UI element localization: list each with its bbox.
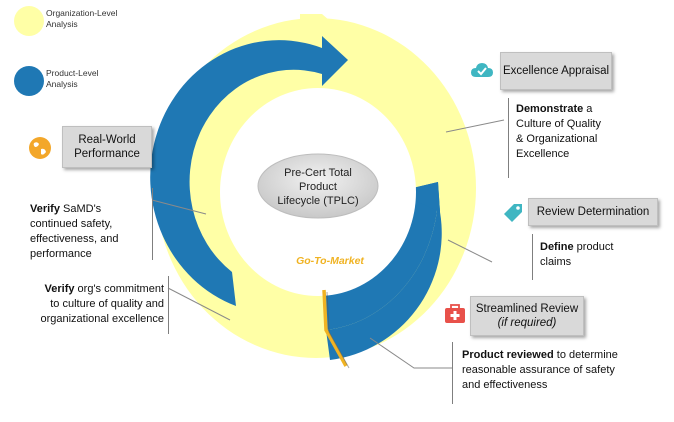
legend-organization-line1: Organization-Level <box>46 8 118 18</box>
streamlined-review-box: Streamlined Review (if required) <box>470 296 584 336</box>
center-label-line3: Lifecycle (TPLC) <box>277 195 358 207</box>
center-label-line2: Product <box>299 181 337 193</box>
demonstrate-line3: & Organizational <box>516 133 598 145</box>
center-ellipse <box>257 153 379 219</box>
define-note: Define product claims <box>540 240 613 270</box>
verify-samd-bold: Verify <box>30 203 60 215</box>
connector-verify-samd <box>151 199 207 215</box>
demonstrate-line4: Excellence <box>516 148 570 160</box>
real-world-label-line1: Real-World <box>78 134 136 146</box>
streamlined-review-label: Streamlined Review <box>475 303 579 315</box>
go-to-market-label: Go-To-Market <box>296 255 364 267</box>
legend-product-line2: Analysis <box>46 79 78 89</box>
real-world-label-line2: Performance <box>74 148 140 160</box>
connector-review <box>447 239 493 263</box>
excellence-appraisal-box: Excellence Appraisal <box>500 52 612 90</box>
define-rest: product <box>573 241 614 253</box>
cloud-check-icon <box>470 60 494 80</box>
verify-samd-rest: SaMD's <box>59 203 102 215</box>
note-divider-product-reviewed <box>452 342 453 404</box>
legend-organization-line2: Analysis <box>46 19 78 29</box>
define-bold: Define <box>540 241 574 253</box>
globe-icon <box>28 136 52 160</box>
medical-kit-icon <box>444 304 466 324</box>
product-reviewed-line2: reasonable assurance of safety <box>462 364 615 376</box>
review-determination-box: Review Determination <box>528 198 658 226</box>
legend-dot-organization <box>14 6 44 36</box>
note-divider-verify-samd <box>152 188 153 260</box>
verify-samd-note: Verify SaMD's continued safety, effectiv… <box>30 202 148 262</box>
go-to-market-line-shadow <box>326 291 350 369</box>
verify-samd-line4: performance <box>30 248 92 260</box>
product-reviewed-bold: Product reviewed <box>462 349 554 361</box>
demonstrate-line2: Culture of Quality <box>516 118 601 130</box>
verify-org-rest: org's commitment <box>74 283 164 295</box>
tag-icon <box>502 202 524 224</box>
review-determination-label: Review Determination <box>536 206 650 218</box>
legend-product-line1: Product-Level <box>46 68 99 78</box>
product-reviewed-note: Product reviewed to determine reasonable… <box>462 348 618 393</box>
verify-samd-line2: continued safety, <box>30 218 113 230</box>
product-level-arc-right-outer <box>326 182 442 360</box>
connector-verify-org <box>167 287 231 321</box>
verify-org-line3: organizational excellence <box>40 313 164 325</box>
center-label-line1: Pre-Cert Total <box>284 167 352 179</box>
product-reviewed-rest: to determine <box>553 349 618 361</box>
product-arc-arrowhead <box>322 36 348 86</box>
note-divider-verify-org <box>168 276 169 334</box>
legend-label-organization: Organization-Level Analysis <box>46 8 117 30</box>
real-world-performance-box: Real-World Performance <box>62 126 152 168</box>
legend-label-product: Product-Level Analysis <box>46 68 98 90</box>
connector-excellence <box>445 119 505 133</box>
verify-samd-line3: effectiveness, and <box>30 233 119 245</box>
verify-org-note: Verify org's commitment to culture of qu… <box>30 282 164 327</box>
demonstrate-bold: Demonstrate <box>516 103 584 115</box>
verify-org-bold: Verify <box>44 283 75 295</box>
go-to-market-line <box>322 289 348 367</box>
product-level-arc-left <box>150 40 322 307</box>
legend-dot-product <box>14 66 44 96</box>
note-divider-define <box>532 234 533 280</box>
verify-org-line2: to culture of quality and <box>50 298 164 310</box>
product-reviewed-line3: and effectiveness <box>462 379 548 391</box>
excellence-appraisal-label: Excellence Appraisal <box>502 65 610 77</box>
connector-streamlined <box>369 337 452 369</box>
define-line2: claims <box>540 256 572 268</box>
demonstrate-note: Demonstrate a Culture of Quality & Organ… <box>516 102 601 162</box>
streamlined-review-sublabel: (if required) <box>497 317 557 329</box>
demonstrate-rest: a <box>583 103 593 115</box>
note-divider-demonstrate <box>508 98 509 178</box>
